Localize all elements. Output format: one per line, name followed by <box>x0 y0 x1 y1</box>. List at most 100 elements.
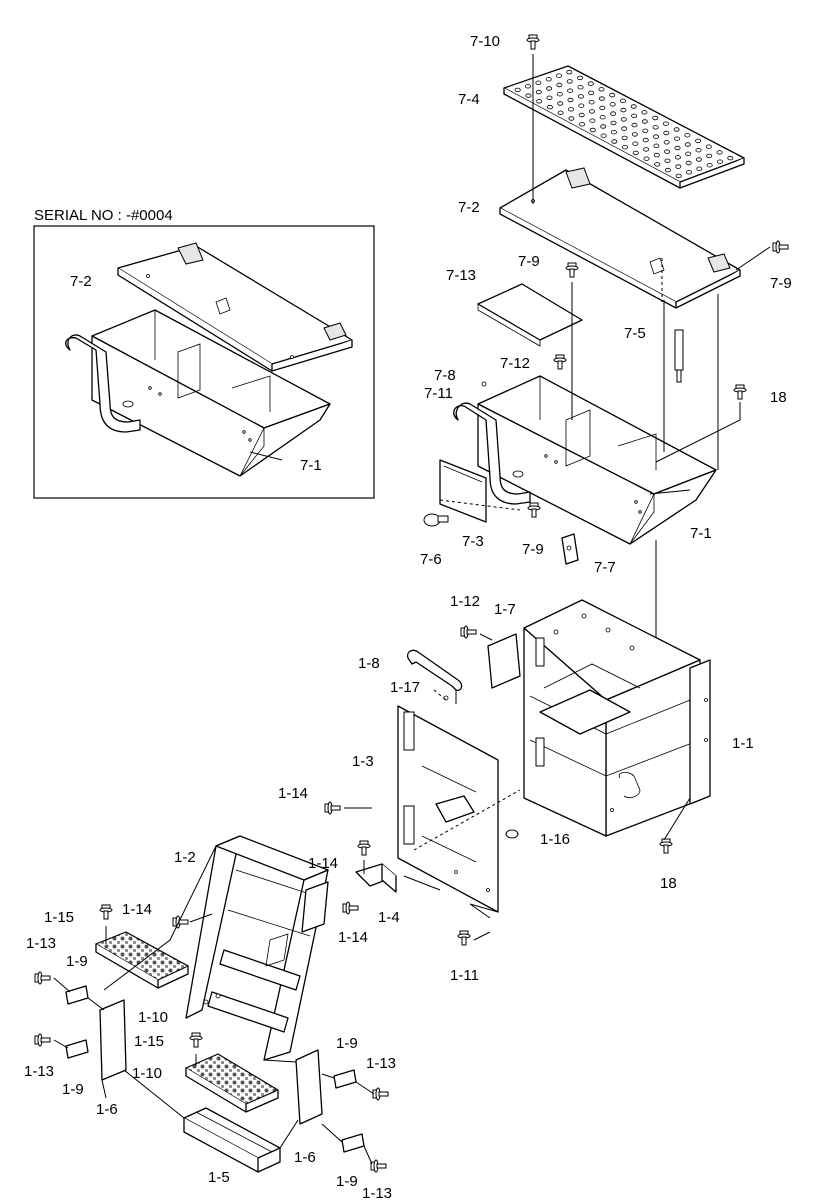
perforation-hole <box>577 84 584 90</box>
label-1-14-bracket: 1-14 <box>308 855 338 872</box>
label-1-9-b: 1-9 <box>62 1081 84 1098</box>
perforation-hole <box>589 118 596 123</box>
part-labels: 7-2 7-1 7-10 7-4 7-2 7-9 7-9 7-13 7-5 7-… <box>24 33 792 1200</box>
bolt-7-9-right <box>772 240 789 254</box>
plate-1-9-b <box>65 1039 89 1059</box>
perforation-hole <box>706 153 713 159</box>
perforation-hole <box>556 91 563 97</box>
plate-1-9-c <box>333 1069 357 1089</box>
label-7-6: 7-6 <box>420 551 442 568</box>
perforation-hole <box>641 110 648 115</box>
perforation-hole <box>674 136 681 141</box>
label-1-9-c: 1-9 <box>336 1035 358 1052</box>
label-1-6-left: 1-6 <box>96 1101 118 1118</box>
perforation-hole <box>589 109 596 114</box>
perforation-hole <box>622 144 629 150</box>
perforation-hole <box>642 137 649 143</box>
label-7-9-right: 7-9 <box>770 275 792 292</box>
perforation-hole <box>620 98 627 103</box>
label-7-9-top: 7-9 <box>518 253 540 270</box>
label-1-9-a: 1-9 <box>66 953 88 970</box>
perforation-hole <box>632 150 639 156</box>
perforation-hole <box>578 103 585 108</box>
perforation-hole <box>652 125 659 130</box>
perforation-hole <box>577 94 584 99</box>
perforation-hole <box>588 99 595 105</box>
panel-1-3 <box>397 705 499 913</box>
perforation-hole <box>631 122 638 128</box>
label-inset-7-1: 7-1 <box>300 457 322 474</box>
label-1-11: 1-11 <box>450 967 479 984</box>
label-1-6-right: 1-6 <box>294 1149 316 1166</box>
label-1-3: 1-3 <box>352 753 374 770</box>
plate-1-9-d <box>341 1133 365 1153</box>
bolt-7-10 <box>526 34 540 50</box>
perforation-hole <box>716 150 723 155</box>
perforation-hole <box>568 116 575 121</box>
perforation-hole <box>705 144 712 149</box>
label-1-1: 1-1 <box>732 735 754 752</box>
perforation-hole <box>621 126 628 131</box>
perforation-hole <box>599 114 606 120</box>
perforation-hole <box>663 130 670 136</box>
label-inset-7-2: 7-2 <box>70 273 92 290</box>
step-guide-lines <box>53 845 375 1165</box>
label-1-14-ladder: 1-14 <box>122 901 152 918</box>
label-1-13-c: 1-13 <box>366 1055 396 1072</box>
label-7-1: 7-1 <box>690 525 712 542</box>
bolt-7-12 <box>553 354 567 370</box>
perforation-hole <box>587 81 594 86</box>
step-frame-1-5 <box>183 1107 281 1173</box>
perforation-hole <box>546 86 553 91</box>
perforation-hole <box>556 73 563 78</box>
perforation-hole <box>631 132 638 137</box>
label-7-3: 7-3 <box>462 533 484 550</box>
serial-note: SERIAL NO : -#0004 <box>34 207 173 224</box>
perforation-hole <box>631 113 638 118</box>
perforation-hole <box>663 140 670 145</box>
perforation-hole <box>566 79 573 84</box>
label-1-9-d: 1-9 <box>336 1173 358 1190</box>
perforation-hole <box>643 147 650 152</box>
perforation-hole <box>675 164 682 169</box>
perforation-hole <box>598 87 605 92</box>
perforation-hole <box>566 69 573 75</box>
perforation-hole <box>546 104 553 110</box>
perforation-hole <box>654 162 661 167</box>
label-18-upper: 18 <box>770 389 787 406</box>
label-7-7: 7-7 <box>594 559 616 576</box>
bolt-1-13-c <box>372 1087 389 1101</box>
gas-spring-7-5 <box>674 329 684 383</box>
perforation-hole <box>685 151 692 156</box>
label-1-15-upper: 1-15 <box>44 909 74 926</box>
perforation-hole <box>600 124 607 129</box>
step-tread-1-10-upper <box>94 931 190 989</box>
bolt-7-9-top <box>565 262 579 278</box>
perforation-hole <box>611 139 618 144</box>
frame-guide-lines <box>344 633 691 941</box>
step-tread-1-10-lower <box>184 1053 280 1113</box>
label-1-10-upper: 1-10 <box>138 1009 168 1026</box>
rivet-7-8 <box>481 381 487 387</box>
perforation-hole <box>599 105 606 111</box>
perforation-hole <box>686 170 693 175</box>
perforation-hole <box>589 127 596 133</box>
label-7-13: 7-13 <box>446 267 476 284</box>
top-cover-plate-7-4 <box>503 65 745 189</box>
toolbox-7-1 <box>453 375 717 545</box>
label-7-4: 7-4 <box>458 91 480 108</box>
perforation-hole <box>525 93 532 98</box>
perforation-hole <box>653 134 660 139</box>
perforation-hole <box>567 88 574 93</box>
bolt-1-11 <box>457 930 471 946</box>
label-1-13-b: 1-13 <box>24 1063 54 1080</box>
label-1-13-a: 1-13 <box>26 935 56 952</box>
perforation-hole <box>568 107 575 112</box>
perforation-hole <box>620 107 627 113</box>
perforation-hole <box>664 158 671 163</box>
bolt-1-13-a <box>34 971 51 985</box>
perforation-hole <box>653 143 660 148</box>
cover-plate-1-7 <box>487 633 521 689</box>
perforation-hole <box>706 162 713 168</box>
perforation-hole <box>642 128 649 133</box>
